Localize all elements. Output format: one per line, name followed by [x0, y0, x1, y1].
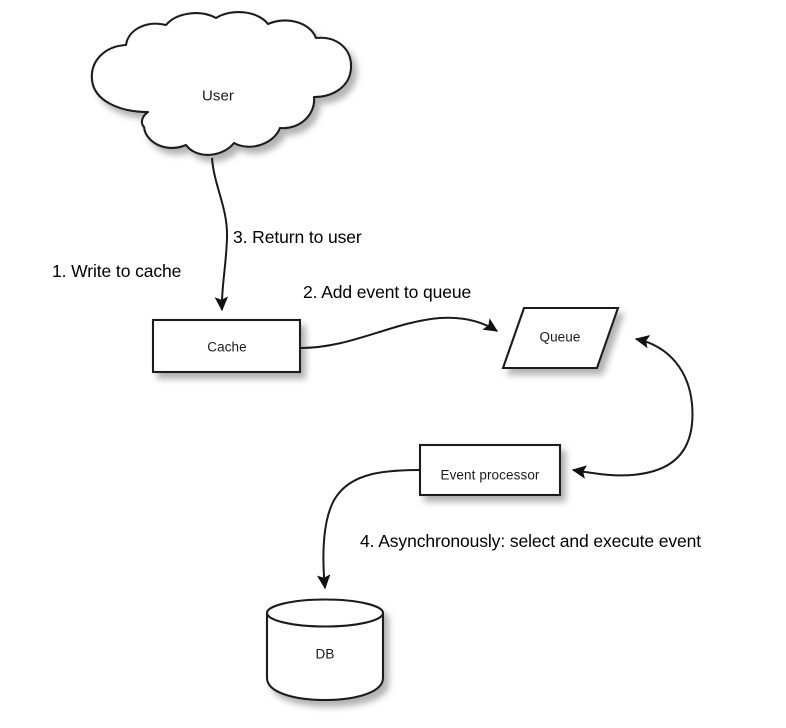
edge-label-step-1: 1. Write to cache: [52, 261, 182, 281]
edge-queue-event-processor-path: [571, 335, 694, 479]
edge-cache-to-queue-path: [299, 316, 499, 349]
cache-rect: [151, 318, 302, 374]
node-label-db: DB: [315, 646, 335, 662]
node-db[interactable]: [265, 598, 385, 702]
edge-user-to-cache[interactable]: [211, 157, 229, 312]
edge-cache-to-queue[interactable]: [299, 316, 499, 349]
node-label-cache: Cache: [207, 339, 247, 355]
db-cylinder-body: [265, 612, 385, 702]
db-cylinder-top: [265, 598, 385, 628]
node-label-event-processor: Event processor: [440, 467, 540, 483]
node-label-queue: Queue: [539, 329, 581, 345]
edge-label-step-4: 4. Asynchronously: select and execute ev…: [360, 531, 702, 551]
edge-queue-event-processor[interactable]: [571, 335, 694, 479]
edge-user-to-cache-path: [211, 157, 229, 312]
node-cache[interactable]: [151, 318, 302, 374]
edge-event-processor-to-db[interactable]: [316, 469, 421, 590]
edge-label-step-2: 2. Add event to queue: [303, 282, 472, 302]
node-user[interactable]: [90, 11, 353, 156]
node-label-user: User: [201, 87, 235, 105]
edge-event-processor-to-db-path: [316, 469, 421, 590]
edge-label-step-3: 3. Return to user: [233, 227, 362, 247]
cloud-shape: [90, 11, 353, 156]
